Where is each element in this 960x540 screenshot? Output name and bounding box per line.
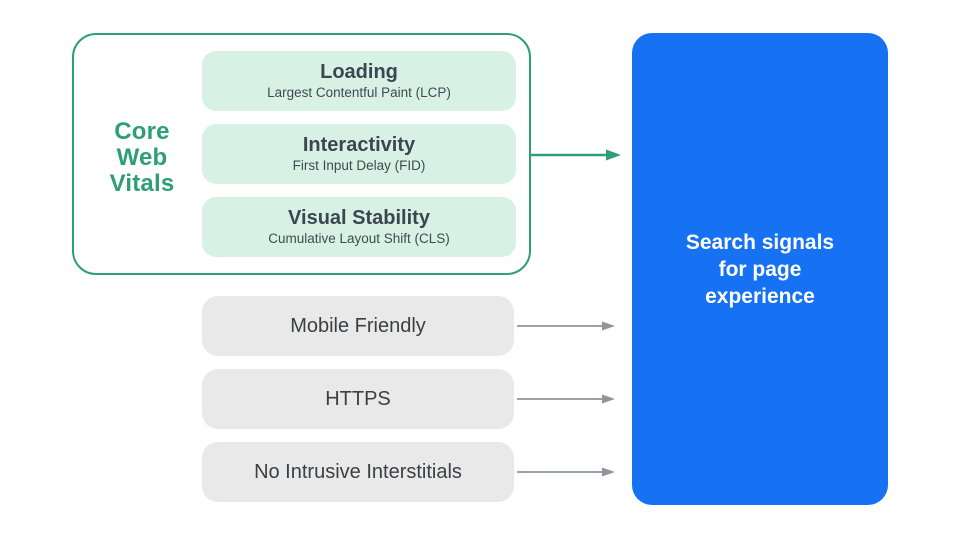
metric-subtitle: Largest Contentful Paint (LCP) <box>267 85 451 100</box>
signal-pill-mobile-friendly: Mobile Friendly <box>202 296 514 356</box>
metric-title: Visual Stability <box>288 207 430 229</box>
arrow-right-icon <box>517 321 615 331</box>
core-web-vitals-label-line: Vitals <box>109 170 175 197</box>
metric-title: Loading <box>320 61 398 83</box>
core-web-vitals-label-line: Web <box>116 144 168 171</box>
arrow-right-icon <box>530 149 621 161</box>
metric-pill-visual-stability: Visual Stability Cumulative Layout Shift… <box>202 197 516 257</box>
metric-subtitle: Cumulative Layout Shift (CLS) <box>268 231 450 246</box>
metric-title: Interactivity <box>302 134 416 156</box>
signal-label: HTTPS <box>325 387 391 410</box>
metric-pill-interactivity: Interactivity First Input Delay (FID) <box>202 124 516 184</box>
arrow-right-icon <box>517 467 615 477</box>
search-signals-box: Search signals for page experience <box>632 33 888 505</box>
search-signals-line: Search signals <box>685 230 835 254</box>
core-web-vitals-label-line: Core <box>114 118 170 145</box>
arrow-right-icon <box>517 394 615 404</box>
metric-pill-loading: Loading Largest Contentful Paint (LCP) <box>202 51 516 111</box>
signal-pill-no-intrusive-interstitials: No Intrusive Interstitials <box>202 442 514 502</box>
signal-label: No Intrusive Interstitials <box>254 460 462 483</box>
signal-pill-https: HTTPS <box>202 369 514 429</box>
search-signals-line: for page <box>718 257 802 281</box>
core-web-vitals-label: Core Web Vitals <box>77 119 207 197</box>
metric-subtitle: First Input Delay (FID) <box>292 158 426 173</box>
search-signals-line: experience <box>705 284 815 308</box>
signal-label: Mobile Friendly <box>290 314 426 337</box>
